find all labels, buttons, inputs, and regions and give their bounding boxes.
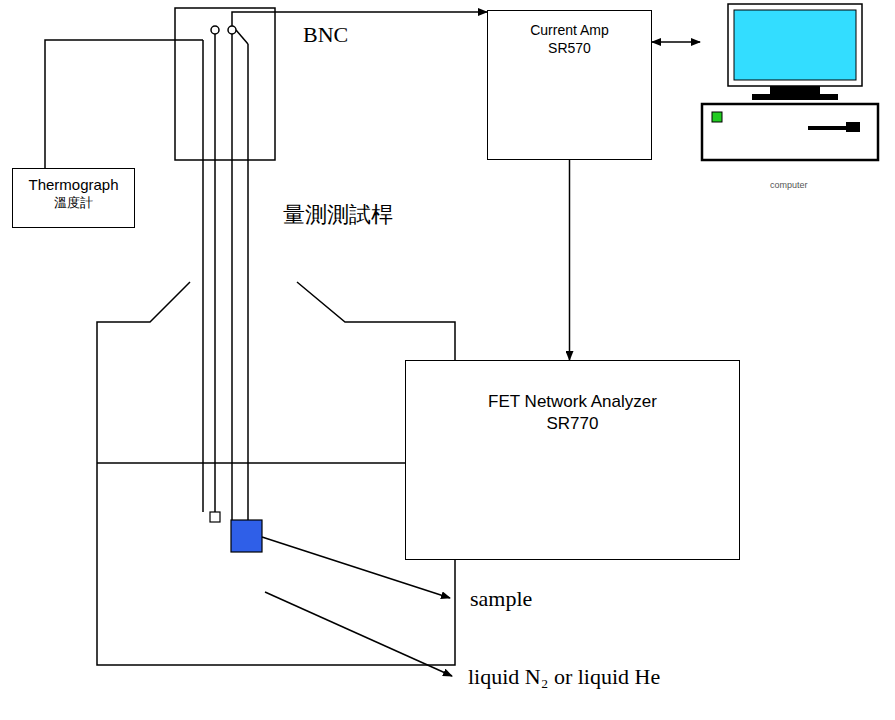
signal-wire bbox=[232, 12, 487, 26]
instrument-box: Current Amp SR570 bbox=[487, 10, 652, 160]
connector-label: BNC bbox=[303, 22, 348, 48]
box-text: 溫度計 bbox=[54, 195, 93, 212]
instrument-box: FET Network Analyzer SR770 bbox=[405, 360, 740, 560]
bnc-terminal bbox=[211, 26, 219, 34]
box-text: FET Network Analyzer SR770 bbox=[473, 391, 673, 435]
probe-rod bbox=[202, 40, 204, 512]
callout-label: sample bbox=[470, 586, 532, 612]
box-text: Current Amp SR570 bbox=[510, 21, 630, 57]
callout-label: liquid N₂ or liquid He bbox=[468, 664, 660, 690]
leader-line bbox=[265, 592, 452, 676]
probe-wire bbox=[236, 30, 248, 44]
icon-caption: computer bbox=[770, 180, 808, 190]
data-link bbox=[652, 41, 700, 43]
computer-icon bbox=[702, 4, 878, 160]
box-text: Thermograph bbox=[28, 175, 118, 195]
thermometer-sensor bbox=[210, 512, 220, 522]
thermometer-wire bbox=[45, 40, 203, 168]
probe-rod bbox=[231, 34, 233, 520]
bnc-terminal bbox=[228, 26, 236, 34]
instrument-box: Thermograph溫度計 bbox=[12, 168, 135, 228]
sample bbox=[231, 520, 262, 552]
probe-rod bbox=[247, 44, 249, 520]
probe-rod bbox=[214, 34, 216, 512]
signal-arrow bbox=[569, 160, 571, 360]
probe-label: 量測測試桿 bbox=[283, 200, 393, 230]
dewar bbox=[97, 282, 455, 665]
liquid-level bbox=[97, 462, 455, 464]
probe-head bbox=[175, 8, 275, 160]
